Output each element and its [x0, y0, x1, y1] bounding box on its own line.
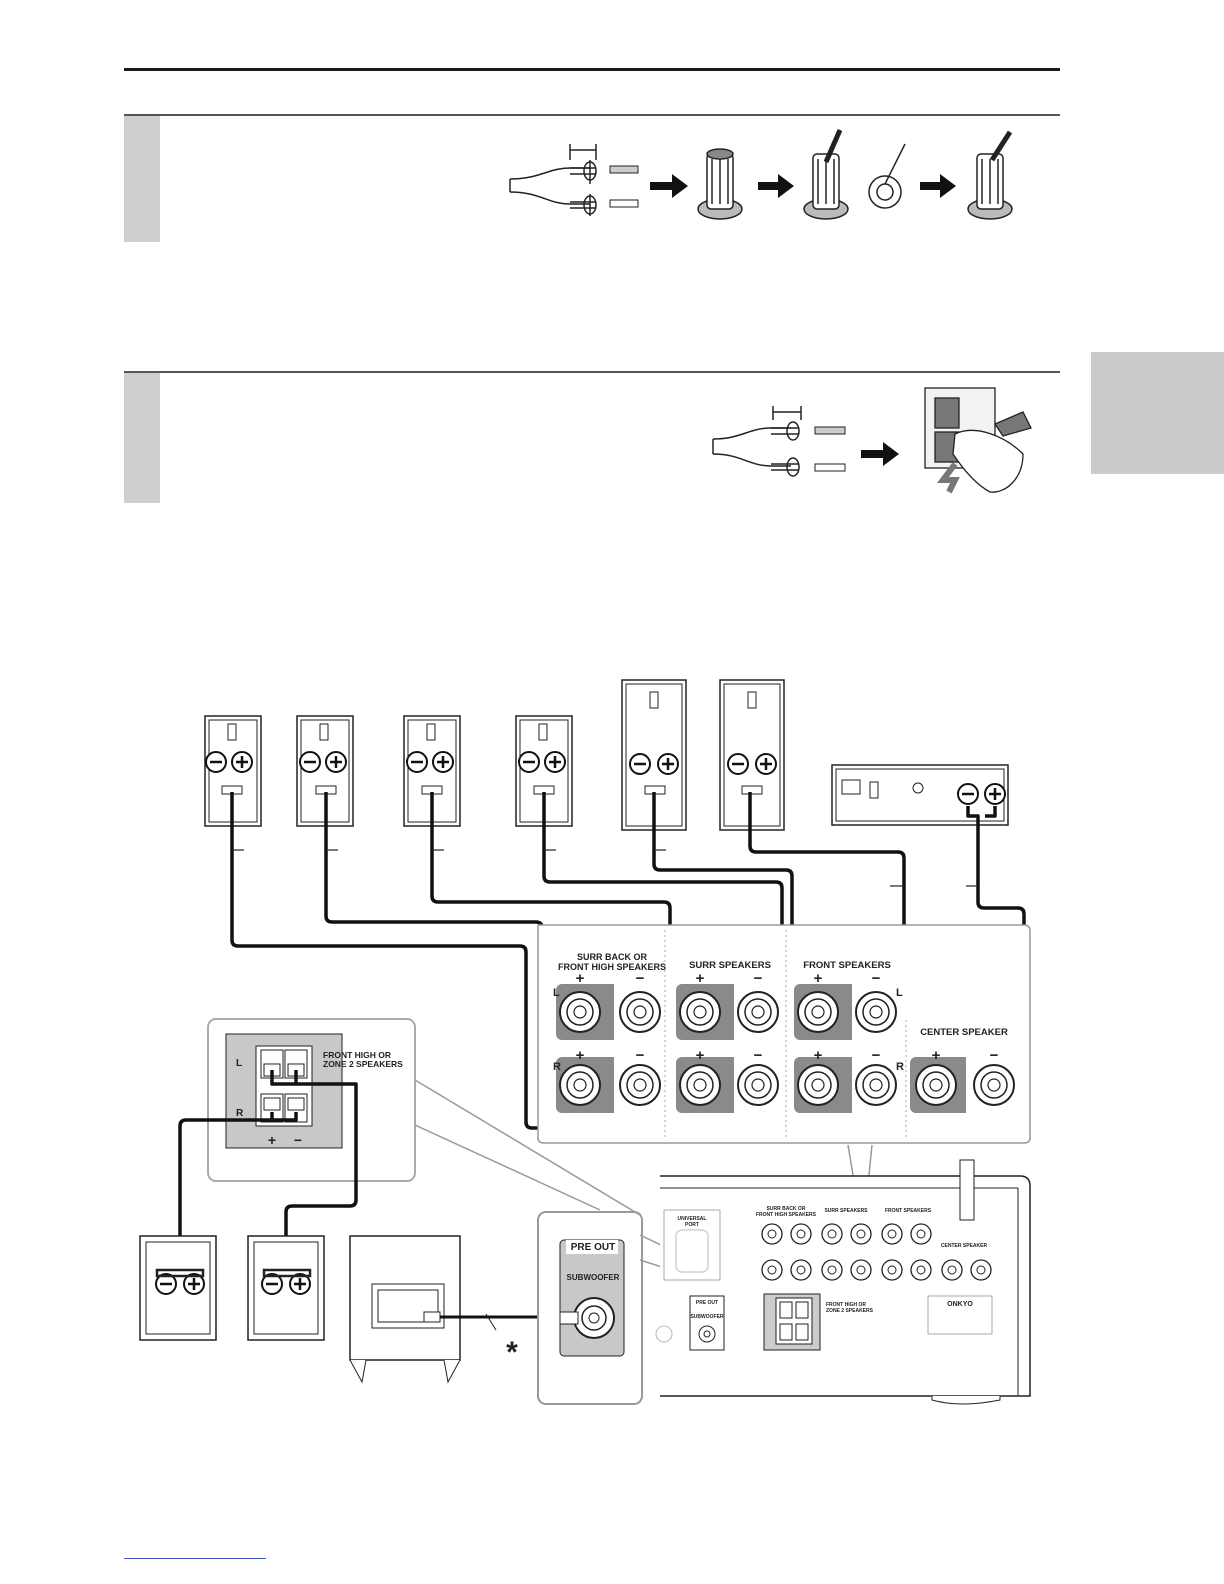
zone2-plus: +: [268, 1132, 276, 1148]
speaker-zone2-left: [139, 1235, 217, 1341]
stripped-cable-icon: [712, 406, 802, 477]
wire-wrap-icon: [868, 143, 906, 209]
arrow-right-icon: [650, 174, 688, 198]
plus-sign: +: [814, 1047, 823, 1064]
rear-subwoofer: SUBWOOFER: [690, 1314, 723, 1320]
screw-terminal-with-wire-icon: [803, 128, 849, 220]
pre-out-title: PRE OUT: [571, 1242, 615, 1253]
terminal-front-l-minus: [855, 991, 897, 1033]
terminal-surr-l-minus: [737, 991, 779, 1033]
side-tab: [1091, 352, 1224, 474]
speaker-center: [831, 764, 1009, 826]
step2-bar: [124, 373, 160, 503]
minus-sign: −: [990, 1047, 999, 1064]
zone2-title-line1: FRONT HIGH OR: [323, 1050, 391, 1060]
footer-link-underline: [124, 1558, 266, 1559]
minus-sign: −: [754, 970, 763, 987]
terminal-sb-l-minus: [619, 991, 661, 1033]
rear-brand: ONKYO: [947, 1301, 973, 1308]
step2-rule: [124, 371, 1060, 373]
label-r-1: R: [553, 1061, 561, 1073]
label-surr-back-line1: SURR BACK OR: [577, 952, 648, 962]
rear-universal-port-line2: PORT: [685, 1222, 699, 1228]
zone2-title-line2: ZONE 2 SPEAKERS: [323, 1059, 403, 1069]
plus-sign: +: [932, 1047, 941, 1064]
step1-bar: [124, 116, 160, 242]
plus-sign: +: [576, 970, 585, 987]
cable-markers: [232, 849, 978, 887]
label-l-2: L: [896, 987, 903, 999]
subwoofer: [349, 1235, 574, 1384]
label-surr-speakers: SURR SPEAKERS: [689, 960, 771, 971]
minus-sign: −: [636, 1047, 645, 1064]
plus-sign: +: [696, 970, 705, 987]
arrow-right-icon: [920, 174, 956, 198]
label-center-speaker: CENTER SPEAKER: [920, 1027, 1008, 1038]
speaker-front-right: [719, 679, 785, 831]
rear-zone2-line1: FRONT HIGH OR: [826, 1302, 866, 1308]
plus-sign: +: [696, 1047, 705, 1064]
screw-terminal-icon: [697, 148, 743, 220]
pre-out-subwoofer-label: SUBWOOFER: [567, 1273, 620, 1282]
terminal-center-plus: [915, 1064, 957, 1106]
top-rule: [124, 68, 1060, 71]
label-front-speakers: FRONT SPEAKERS: [803, 960, 891, 971]
terminal-sb-r-plus: [559, 1064, 601, 1106]
rear-pre-out: PRE OUT: [696, 1300, 718, 1306]
pre-out-panel-enlarged: PRE OUT SUBWOOFER: [537, 1211, 643, 1405]
plus-sign: +: [814, 970, 823, 987]
rear-center: CENTER SPEAKER: [941, 1243, 988, 1249]
push-terminal-illustration: [712, 387, 1032, 494]
terminal-surr-r-minus: [737, 1064, 779, 1106]
label-surr-back-line2: FRONT HIGH SPEAKERS: [558, 962, 666, 972]
terminal-sb-r-minus: [619, 1064, 661, 1106]
terminal-sb-l-plus: [559, 991, 601, 1033]
screw-terminal-tightened-icon: [967, 130, 1013, 220]
terminal-front-r-plus: [797, 1064, 839, 1106]
terminal-surr-l-plus: [679, 991, 721, 1033]
rear-front: FRONT SPEAKERS: [885, 1208, 932, 1214]
asterisk-mark: *: [506, 1336, 518, 1369]
step1-rule: [124, 114, 1060, 116]
label-l-1: L: [553, 987, 560, 999]
plus-sign: +: [576, 1047, 585, 1064]
zone2-label-r: R: [236, 1108, 244, 1119]
rear-universal-port-line1: UNIVERSAL: [678, 1216, 707, 1222]
stripped-cable-icon: [509, 144, 597, 216]
speaker-zone2-right: [247, 1235, 325, 1341]
minus-sign: −: [872, 1047, 881, 1064]
arrow-right-icon: [861, 442, 899, 466]
minus-sign: −: [636, 970, 645, 987]
zone2-minus: −: [294, 1132, 302, 1148]
minus-sign: −: [754, 1047, 763, 1064]
rear-surr: SURR SPEAKERS: [824, 1208, 868, 1214]
terminal-front-r-minus: [855, 1064, 897, 1106]
terminal-surr-r-plus: [679, 1064, 721, 1106]
rear-surr-back-line1: SURR BACK OR: [767, 1206, 806, 1212]
zone2-label-l: L: [236, 1058, 242, 1069]
label-r-2: R: [896, 1061, 904, 1073]
rear-surr-back-line2: FRONT HIGH SPEAKERS: [756, 1212, 817, 1218]
arrow-right-icon: [758, 174, 794, 198]
push-terminal-hand-icon: [924, 387, 1032, 494]
screw-terminal-illustration: [509, 128, 1013, 220]
minus-sign: −: [872, 970, 881, 987]
terminal-front-l-plus: [797, 991, 839, 1033]
terminal-center-minus: [973, 1064, 1015, 1106]
rear-zone2-line2: ZONE 2 SPEAKERS: [826, 1308, 874, 1314]
